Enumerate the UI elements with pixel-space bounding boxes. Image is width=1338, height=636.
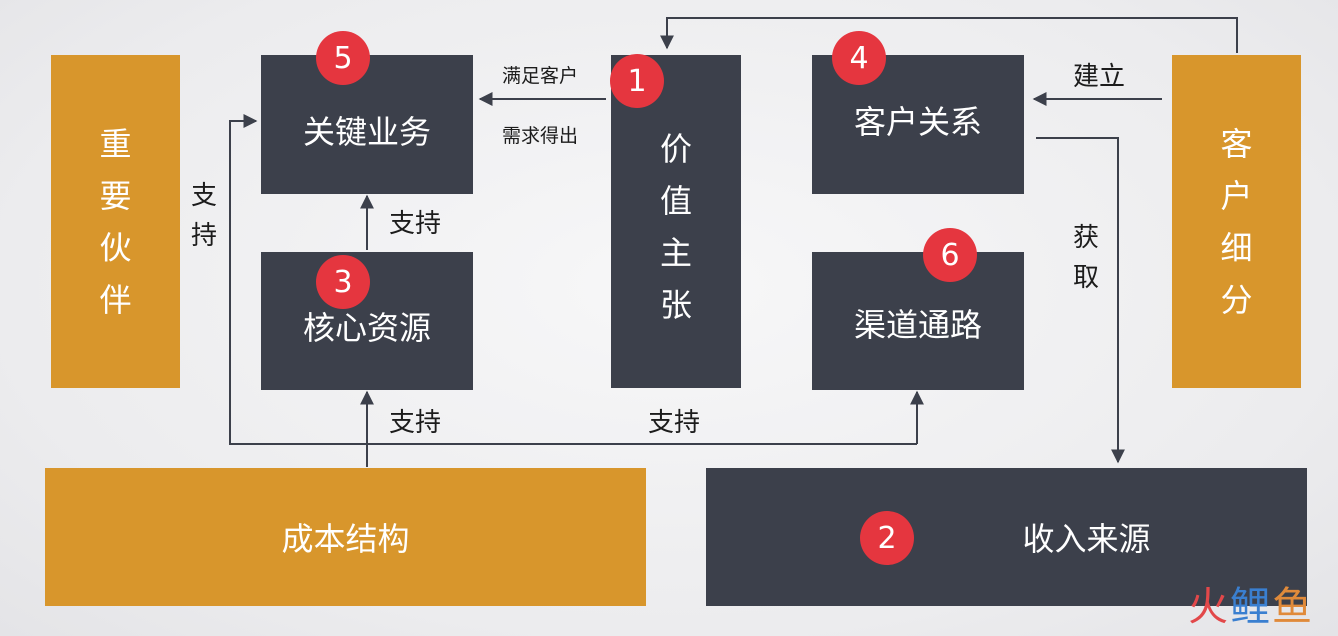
label-acquire: 获取: [1073, 223, 1100, 293]
key-resources-block: 核心资源: [261, 252, 473, 390]
cost-structure-label: 成本结构: [281, 520, 410, 558]
value-proposition-block: 价值主张: [611, 55, 741, 388]
value-proposition-label: 价值主张: [660, 129, 693, 324]
badge-channels: 6: [923, 228, 977, 282]
label-meet-customer-line1: 满足客户: [502, 65, 579, 87]
cost-structure-block: 成本结构: [45, 468, 646, 606]
label-support-cost-to-resources: 支持: [389, 408, 442, 438]
watermark-part3: 鱼: [1272, 584, 1314, 630]
channels-label: 渠道通路: [853, 306, 982, 344]
badge-customer-relationships: 4: [832, 31, 886, 85]
label-meet-customer-line2: 需求得出: [502, 125, 579, 147]
customer-segments-block: 客户细分: [1172, 55, 1301, 388]
label-establish: 建立: [1073, 62, 1126, 92]
arrow-support-loop-to-activities: [229, 114, 917, 445]
customer-relationships-label: 客户关系: [853, 102, 982, 141]
channels-block: 渠道通路: [812, 252, 1024, 390]
watermark-logo: 火鲤鱼: [1188, 574, 1314, 632]
revenue-streams-label: 收入来源: [1022, 520, 1151, 558]
badge-key-activities: 5: [316, 31, 370, 85]
watermark-part2: 鲤: [1230, 584, 1272, 630]
key-partners-block: 重要伙伴: [51, 55, 180, 388]
label-support-cost-to-channels: 支持: [648, 408, 701, 438]
key-partners-label: 重要伙伴: [99, 124, 132, 319]
key-activities-block: 关键业务: [261, 55, 473, 194]
arrow-segments-to-value: [660, 17, 1238, 53]
watermark-part1: 火: [1188, 584, 1230, 630]
customer-segments-label: 客户细分: [1220, 124, 1253, 319]
badge-revenue-streams: 2: [860, 511, 914, 565]
badge-value-proposition: 1: [610, 54, 664, 108]
key-activities-label: 关键业务: [302, 112, 431, 151]
label-support-resources-to-activities: 支持: [389, 209, 442, 239]
badge-key-resources: 3: [316, 255, 370, 309]
key-resources-label: 核心资源: [302, 309, 431, 347]
revenue-streams-block: 收入来源: [706, 468, 1307, 606]
label-support-left: 支持: [191, 181, 218, 251]
arrow-relationships-to-revenue: [1036, 137, 1125, 464]
